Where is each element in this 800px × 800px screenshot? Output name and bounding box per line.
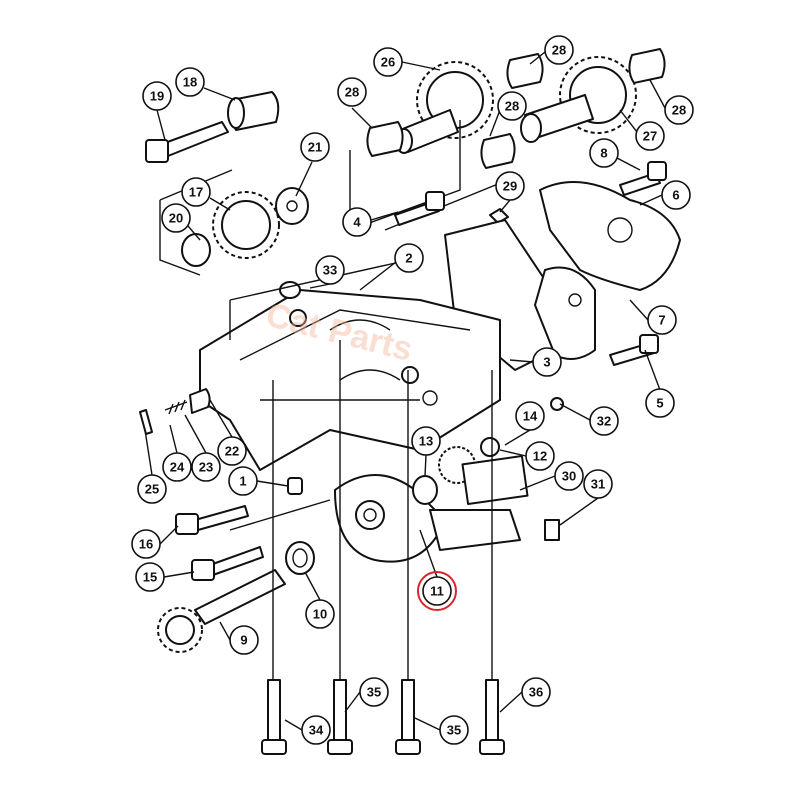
callout-12: 12 — [525, 441, 555, 471]
callout-19: 19 — [142, 81, 172, 111]
callout-35: 35 — [359, 677, 389, 707]
callout-34: 34 — [301, 715, 331, 745]
svg-text:29: 29 — [503, 179, 517, 194]
svg-text:31: 31 — [591, 477, 605, 492]
callout-25: 25 — [137, 474, 167, 504]
callout-28: 28 — [544, 35, 574, 65]
callouts: 19 18 21 17 20 28 26 28 28 28 27 8 6 29 … — [131, 35, 694, 745]
callout-28: 28 — [664, 95, 694, 125]
svg-text:15: 15 — [143, 570, 157, 585]
svg-text:27: 27 — [643, 129, 657, 144]
callout-33: 33 — [315, 255, 345, 285]
svg-text:6: 6 — [672, 188, 679, 203]
svg-text:12: 12 — [533, 449, 547, 464]
svg-text:35: 35 — [447, 723, 461, 738]
svg-text:18: 18 — [183, 75, 197, 90]
leader-lines — [144, 51, 666, 731]
callout-15: 15 — [135, 562, 165, 592]
svg-text:20: 20 — [169, 211, 183, 226]
callout-21: 21 — [300, 132, 330, 162]
svg-text:14: 14 — [523, 409, 538, 424]
svg-text:5: 5 — [656, 396, 663, 411]
svg-text:2: 2 — [405, 251, 412, 266]
callout-4: 4 — [342, 207, 372, 237]
highlight-ring — [417, 571, 457, 611]
svg-text:28: 28 — [552, 43, 566, 58]
svg-text:23: 23 — [199, 460, 213, 475]
svg-text:21: 21 — [308, 140, 322, 155]
svg-text:10: 10 — [313, 607, 327, 622]
svg-text:26: 26 — [381, 55, 395, 70]
callout-27: 27 — [635, 121, 665, 151]
callout-7: 7 — [647, 305, 677, 335]
svg-text:16: 16 — [139, 537, 153, 552]
callout-23: 23 — [191, 452, 221, 482]
svg-text:8: 8 — [600, 146, 607, 161]
callout-22: 22 — [217, 436, 247, 466]
callout-8: 8 — [589, 138, 619, 168]
callout-36: 36 — [521, 677, 551, 707]
svg-text:36: 36 — [529, 685, 543, 700]
svg-text:30: 30 — [562, 469, 576, 484]
callout-24: 24 — [162, 452, 192, 482]
callout-9: 9 — [229, 625, 259, 655]
svg-text:28: 28 — [345, 85, 359, 100]
callout-31: 31 — [583, 469, 613, 499]
svg-text:3: 3 — [543, 355, 550, 370]
svg-text:28: 28 — [505, 99, 519, 114]
svg-text:32: 32 — [597, 414, 611, 429]
parts-drawing — [139, 48, 681, 755]
svg-text:19: 19 — [150, 89, 164, 104]
callout-6: 6 — [661, 180, 691, 210]
svg-text:4: 4 — [353, 215, 361, 230]
callout-5: 5 — [645, 388, 675, 418]
callout-16: 16 — [131, 529, 161, 559]
callout-28: 28 — [337, 77, 367, 107]
callout-32: 32 — [589, 406, 619, 436]
callout-26: 26 — [373, 47, 403, 77]
callout-17: 17 — [181, 177, 211, 207]
callout-11: 11 — [417, 571, 457, 611]
svg-text:33: 33 — [323, 263, 337, 278]
callout-2: 2 — [394, 243, 424, 273]
svg-text:1: 1 — [239, 474, 246, 489]
callout-18: 18 — [175, 67, 205, 97]
svg-text:24: 24 — [170, 460, 185, 475]
svg-text:34: 34 — [309, 723, 324, 738]
callout-28: 28 — [497, 91, 527, 121]
svg-text:22: 22 — [225, 444, 239, 459]
callout-35: 35 — [439, 715, 469, 745]
svg-text:17: 17 — [189, 185, 203, 200]
svg-text:28: 28 — [672, 103, 686, 118]
svg-text:35: 35 — [367, 685, 381, 700]
callout-1: 1 — [228, 466, 258, 496]
callout-29: 29 — [495, 171, 525, 201]
callout-30: 30 — [554, 461, 584, 491]
callout-20: 20 — [161, 203, 191, 233]
callout-13: 13 — [411, 426, 441, 456]
callout-10: 10 — [305, 599, 335, 629]
svg-text:7: 7 — [658, 313, 665, 328]
svg-text:25: 25 — [145, 482, 159, 497]
svg-text:11: 11 — [430, 584, 444, 599]
callout-3: 3 — [532, 347, 562, 377]
svg-text:13: 13 — [419, 434, 433, 449]
callout-14: 14 — [515, 401, 545, 431]
svg-text:9: 9 — [240, 633, 247, 648]
